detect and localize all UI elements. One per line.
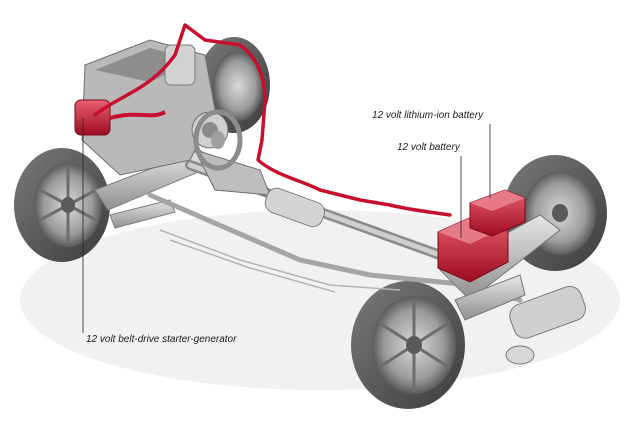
- front-right-wheel: [198, 37, 270, 133]
- callout-starter-generator: 12 volt belt-drive starter-generator: [86, 334, 237, 345]
- callout-12v-battery: 12 volt battery: [397, 142, 460, 153]
- callout-lithium-ion-battery: 12 volt lithium-ion battery: [372, 110, 484, 121]
- front-left-wheel: [14, 148, 110, 262]
- rear-left-wheel: [351, 281, 465, 409]
- steering-wheel: [193, 109, 243, 171]
- power-cable: [93, 23, 452, 217]
- underbody-lines: [159, 229, 401, 293]
- battery-lithium-ion: [469, 189, 526, 237]
